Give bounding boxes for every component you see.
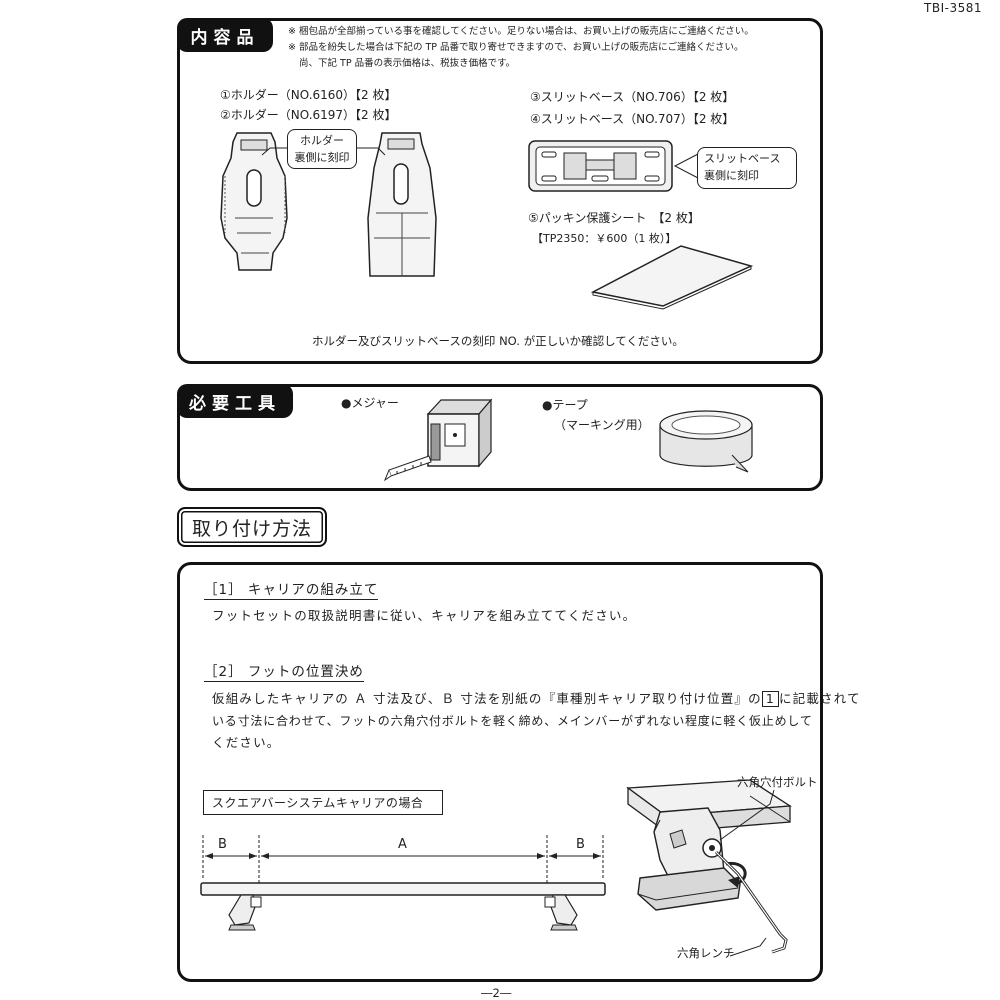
method-panel bbox=[177, 562, 823, 982]
item-slit-4: ④スリットベース（NO.707）【2 枚】 bbox=[530, 112, 735, 126]
item-holder-1: ①ホルダー（NO.6160）【2 枚】 bbox=[220, 88, 397, 102]
item-slit-3: ③スリットベース（NO.706）【2 枚】 bbox=[530, 90, 735, 104]
contents-note-3: 尚、下記 TP 品番の表示価格は、税抜き価格です。 bbox=[299, 58, 516, 69]
foot-closeup-illustration bbox=[626, 779, 792, 957]
holder-callout-line-2: 裏側に刻印 bbox=[294, 151, 350, 164]
step2-heading: ［2］ フットの位置決め bbox=[204, 660, 364, 682]
contents-note-1: ※ 梱包品が全部揃っている事を確認してください。足りない場合は、お買い上げの販売… bbox=[288, 26, 754, 37]
hex-bolt-label: 六角穴付ボルト bbox=[737, 775, 818, 789]
step2-text: 仮組みしたキャリアの Ａ 寸法及び、Ｂ 寸法を別紙の『車種別キャリア取り付け位置… bbox=[212, 688, 860, 754]
holder-2-illustration bbox=[367, 132, 437, 277]
item-sheet-tp: 【TP2350：￥600（1 枚）】 bbox=[532, 232, 677, 245]
item-sheet-5: ⑤パッキン保護シート 【2 枚】 bbox=[528, 211, 700, 225]
page-number: ―2― bbox=[481, 986, 512, 1000]
tape-measure-illustration bbox=[383, 398, 493, 482]
masking-tape-illustration bbox=[659, 410, 753, 473]
tool-measure-label: ●メジャー bbox=[341, 396, 399, 410]
dimension-b-right-label: B bbox=[576, 837, 585, 852]
tool-tape-sublabel: （マーキング用） bbox=[554, 418, 650, 432]
tools-tag: 必要工具 bbox=[177, 384, 293, 418]
holder-1-illustration bbox=[220, 132, 288, 271]
step2-line-1: 仮組みしたキャリアの Ａ 寸法及び、Ｂ 寸法を別紙の『車種別キャリア取り付け位置… bbox=[212, 688, 860, 710]
slit-callout-line-2: 裏側に刻印 bbox=[704, 169, 759, 182]
holder-callout-line-1: ホルダー bbox=[300, 134, 344, 147]
reference-number-box: 1 bbox=[761, 691, 779, 707]
carrier-dimension-diagram bbox=[200, 835, 606, 931]
dimension-b-left-label: B bbox=[218, 837, 227, 852]
contents-footer-note: ホルダー及びスリットベースの刻印 NO. が正しいか確認してください。 bbox=[312, 334, 684, 348]
step2-line-2: いる寸法に合わせて、フットの六角穴付ボルトを軽く締め、メインバーがずれない程度に… bbox=[212, 714, 813, 728]
installation-method-title: 取り付け方法 bbox=[177, 507, 327, 547]
step2-line-3: ください。 bbox=[212, 735, 281, 750]
dimension-a-label: A bbox=[398, 837, 407, 852]
slit-engraving-callout: スリットベース 裏側に刻印 bbox=[697, 147, 797, 189]
step1-heading: ［1］ キャリアの組み立て bbox=[204, 578, 379, 600]
contents-note-2: ※ 部品を紛失した場合は下記の TP 品番で取り寄せできますので、お買い上げの販… bbox=[288, 42, 744, 53]
step2-line-1-b: に記載されて bbox=[778, 691, 861, 706]
protection-sheet-illustration bbox=[590, 245, 754, 310]
slit-callout-line-1: スリットベース bbox=[704, 152, 781, 165]
tool-tape-label: ●テープ bbox=[542, 398, 588, 412]
holder-engraving-callout: ホルダー 裏側に刻印 bbox=[287, 129, 357, 169]
hex-wrench-label: 六角レンチ bbox=[677, 946, 735, 960]
step1-text: フットセットの取扱説明書に従い、キャリアを組み立ててください。 bbox=[212, 608, 637, 623]
document-code: TBI-3581 bbox=[924, 1, 982, 15]
contents-tag: 内容品 bbox=[177, 18, 273, 52]
step2-line-1-a: 仮組みしたキャリアの Ａ 寸法及び、Ｂ 寸法を別紙の『車種別キャリア取り付け位置… bbox=[212, 691, 762, 706]
item-holder-2: ②ホルダー（NO.6197）【2 枚】 bbox=[220, 108, 397, 122]
square-bar-case-label: スクエアバーシステムキャリアの場合 bbox=[203, 790, 443, 815]
slit-base-illustration bbox=[528, 140, 673, 192]
